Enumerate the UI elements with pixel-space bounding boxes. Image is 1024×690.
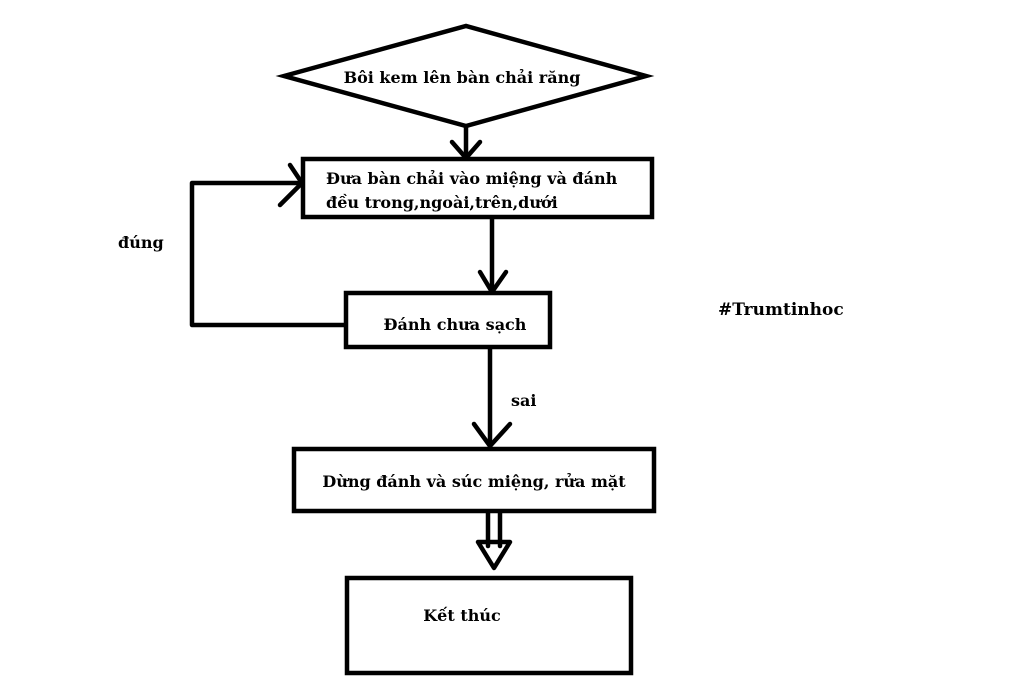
rinse-node: Dừng đánh và súc miệng, rửa mặt [291, 446, 657, 514]
brush-node: Đưa bàn chải vào miệng và đánh đều trong… [300, 156, 655, 220]
end-node: Kết thúc [344, 575, 634, 676]
start-node: Bôi kem lên bàn chải răng [275, 23, 655, 129]
start-node-label: Bôi kem lên bàn chải răng [344, 68, 581, 87]
double-arrow-rinse-to-end [475, 509, 513, 571]
brush-node-label-line1: Đưa bàn chải vào miệng và đánh [326, 169, 618, 188]
watermark-text: #Trumtinhoc [718, 300, 844, 320]
end-node-label: Kết thúc [423, 606, 501, 625]
check-node-label: Đánh chưa sạch [384, 315, 527, 334]
arrow-start-to-brush [449, 121, 483, 161]
brush-node-label-line2: đều trong,ngoài,trên,dưới [326, 193, 558, 212]
arrow-check-to-rinse [471, 345, 513, 449]
arrow-brush-to-check [477, 214, 509, 295]
no-edge-label: sai [511, 391, 536, 410]
yes-edge-label: đúng [118, 233, 164, 252]
rinse-node-label: Dừng đánh và súc miệng, rửa mặt [322, 472, 626, 491]
check-node: Đánh chưa sạch [343, 290, 553, 350]
